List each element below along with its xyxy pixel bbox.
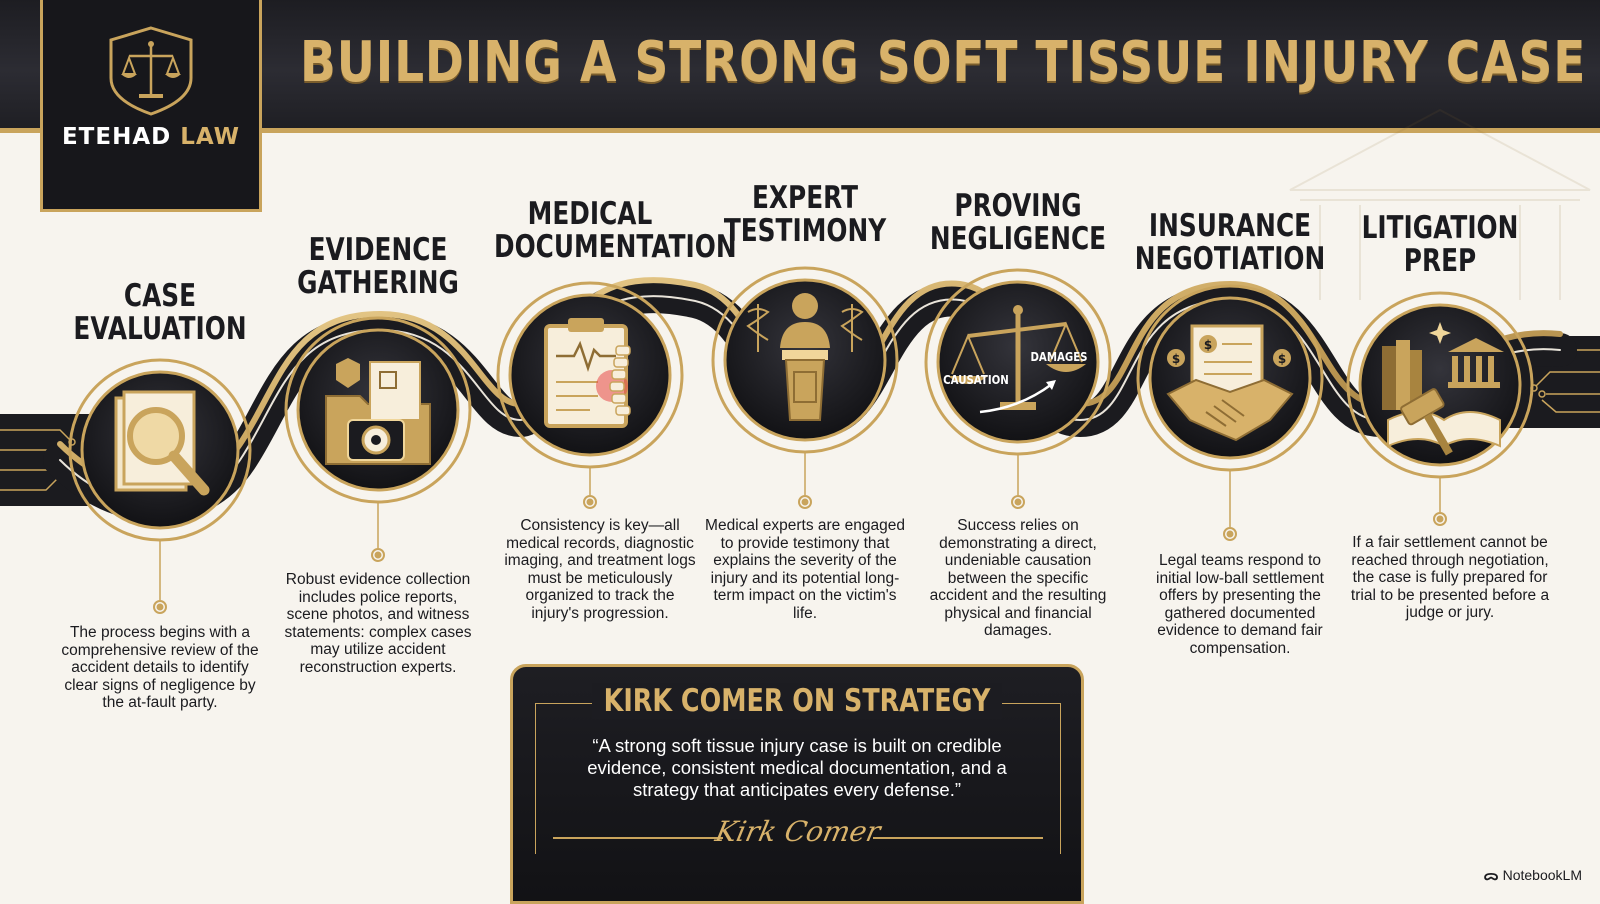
evidence-folder-camera-icon: [325, 358, 431, 465]
signature-line-left: [553, 837, 723, 839]
step-title-case-evaluation: CASE EVALUATION: [64, 280, 256, 346]
step-title-line: DOCUMENTATION: [494, 229, 737, 265]
step-description-proving-negligence: Success relies on demonstrating a direct…: [929, 517, 1107, 639]
step-title-medical-documentation: MEDICAL DOCUMENTATION: [494, 196, 737, 265]
step-title-line: PROVING: [954, 188, 1082, 224]
svg-text:$: $: [1172, 352, 1180, 366]
courthouse-background-icon: [1289, 108, 1591, 300]
quote-text: “A strong soft tissue injury case is bui…: [587, 735, 1007, 800]
step-disc-insurance-negotiation: $ $ $: [1136, 284, 1324, 472]
step-description-medical-documentation: Consistency is key—all medical records, …: [504, 517, 696, 622]
step-disc-expert-testimony: [711, 266, 899, 454]
svg-text:$: $: [1278, 352, 1286, 366]
step-title-line: EVALUATION: [73, 311, 247, 347]
step-title-line: EVIDENCE: [308, 232, 448, 268]
step-disc-litigation-prep: [1346, 291, 1534, 479]
logo-name-part1: ETEHAD: [61, 124, 172, 150]
step-title-line: EXPERT: [751, 180, 859, 216]
step-title-insurance-negotiation: INSURANCE NEGOTIATION: [1134, 210, 1326, 276]
step-disc-case-evaluation: [68, 358, 252, 542]
scale-label-damages: DAMAGES: [1030, 350, 1087, 364]
step-title-expert-testimony: EXPERT TESTIMONY: [709, 182, 901, 248]
signature: Kirk Comer: [712, 815, 884, 848]
header-bar: BUILDING A STRONG SOFT TISSUE INJURY CAS…: [0, 0, 1600, 133]
medical-clipboard-spine-icon: [544, 318, 631, 428]
step-description-insurance-negotiation: Legal teams respond to initial low-ball …: [1156, 552, 1324, 657]
handshake-settlement-icon: $ $ $: [1166, 324, 1294, 442]
step-description-evidence-gathering: Robust evidence collection includes poli…: [284, 571, 472, 676]
notebooklm-icon: ᯅ: [1483, 867, 1499, 883]
scale-label-causation: CAUSATION: [943, 373, 1009, 387]
watermark-text: NotebookLM: [1502, 867, 1582, 883]
step-title-line: NEGOTIATION: [1134, 241, 1326, 277]
step-description-case-evaluation: The process begins with a comprehensive …: [61, 624, 259, 711]
scales-of-justice-icon: [109, 26, 193, 116]
logo-name-part2: LAW: [180, 124, 241, 150]
quote-title: KIRK COMER ON STRATEGY: [564, 683, 1030, 719]
gavel-courthouse-icon: [1382, 322, 1504, 456]
quote-title-text: KIRK COMER ON STRATEGY: [592, 683, 1002, 719]
causation-damages-scale-icon: CAUSATION DAMAGES: [943, 305, 1088, 414]
step-title-evidence-gathering: EVIDENCE GATHERING: [282, 234, 474, 300]
step-title-line: CASE: [123, 278, 197, 314]
svg-text:$: $: [1204, 338, 1212, 352]
connector-dots: [153, 452, 1447, 614]
step-description-expert-testimony: Medical experts are engaged to provide t…: [705, 517, 905, 622]
step-description-litigation-prep: If a fair settlement cannot be reached t…: [1350, 534, 1550, 621]
step-title-line: LITIGATION: [1361, 210, 1519, 246]
step-title-line: INSURANCE: [1148, 208, 1312, 244]
logo-panel: ETEHAD LAW: [40, 0, 262, 212]
step-title-line: TESTIMONY: [723, 213, 887, 249]
step-disc-proving-negligence: CAUSATION DAMAGES: [924, 268, 1112, 456]
step-title-proving-negligence: PROVING NEGLIGENCE: [922, 190, 1114, 256]
logo-wordmark: ETEHAD LAW: [43, 124, 259, 150]
step-disc-evidence-gathering: [284, 316, 472, 504]
step-title-line: PREP: [1403, 243, 1477, 279]
expert-podium-icon: [746, 293, 864, 421]
step-title-line: GATHERING: [297, 265, 459, 301]
step-disc-medical-documentation: [496, 281, 684, 469]
step-title-line: MEDICAL: [527, 196, 653, 232]
signature-line-right: [873, 837, 1043, 839]
quote-box: KIRK COMER ON STRATEGY “A strong soft ti…: [510, 664, 1084, 904]
magnifying-glass-document-icon: [114, 390, 210, 496]
step-title-litigation-prep: LITIGATION PREP: [1344, 212, 1536, 278]
caduceus-icon: [746, 304, 864, 352]
step-title-line: NEGLIGENCE: [929, 221, 1107, 257]
